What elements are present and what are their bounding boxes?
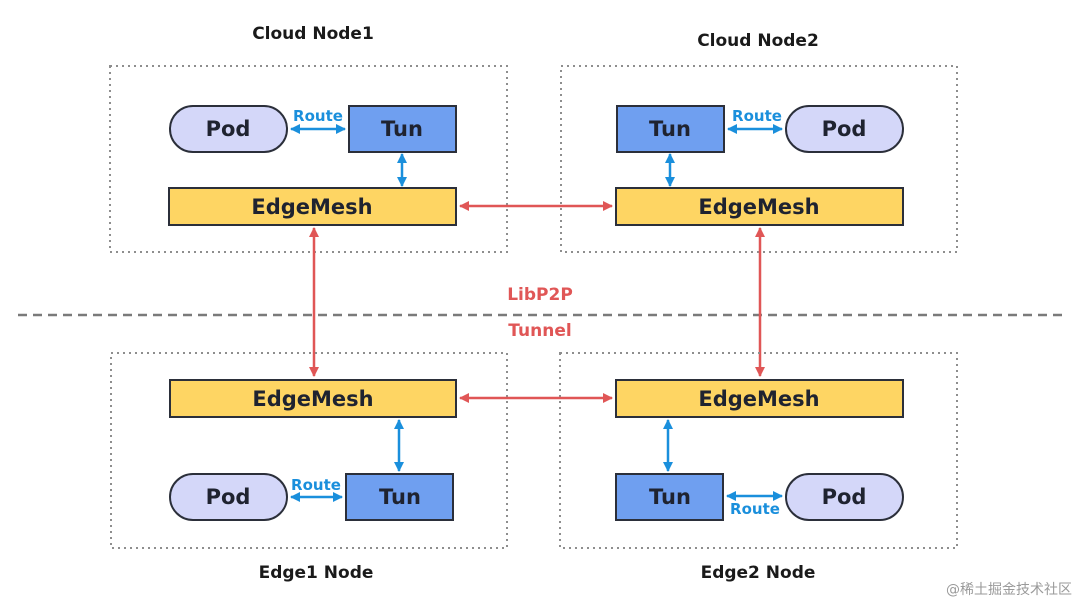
edge-node1-edgemesh-label: EdgeMesh [252,387,373,411]
cloud-node1-title: Cloud Node1 [252,24,374,44]
edge-node1-route-label: Route [291,476,341,494]
cloud-node1-pod-label: Pod [206,117,251,141]
cloud-node2-tun [616,105,725,153]
cloud-node2-pod [785,105,904,153]
cloud-node2-tun-label: Tun [649,117,691,141]
edge-node1-pod [169,473,288,521]
edge-node2-route-label: Route [730,500,780,518]
edge-node1-edgemesh [169,379,457,418]
cloud-node2-edgemesh [615,187,904,226]
watermark-text: @稀土掘金技术社区 [946,582,1072,598]
edge-node2-title: Edge2 Node [701,563,816,583]
edge-node2-pod-label: Pod [822,485,867,509]
libp2p-label: LibP2P [507,285,573,305]
cloud-node1-pod [169,105,288,153]
edge-node2-pod [785,473,904,521]
edge-node2-tun [615,473,724,521]
cloud-node1-frame [109,65,508,253]
edge-node2-frame [559,352,958,549]
cloud-node1-route-label: Route [293,107,343,125]
cloud-node1-edgemesh-label: EdgeMesh [251,195,372,219]
cloud-node2-pod-label: Pod [822,117,867,141]
edge-node1-tun [345,473,454,521]
cloud-node1-edgemesh [168,187,457,226]
edge-node2-tun-label: Tun [649,485,691,509]
cloud-node1-tun-label: Tun [381,117,423,141]
cloud-node2-title: Cloud Node2 [697,31,819,51]
edge-node2-edgemesh-label: EdgeMesh [698,387,819,411]
edge-node1-tun-label: Tun [379,485,421,509]
edge-node1-pod-label: Pod [206,485,251,509]
cloud-node2-route-label: Route [732,107,782,125]
cloud-node1-tun [348,105,457,153]
edge-node1-title: Edge1 Node [259,563,374,583]
edge-node1-frame [110,352,508,549]
cloud-node2-edgemesh-label: EdgeMesh [698,195,819,219]
edge-node2-edgemesh [615,379,904,418]
tunnel-label: Tunnel [508,321,571,341]
